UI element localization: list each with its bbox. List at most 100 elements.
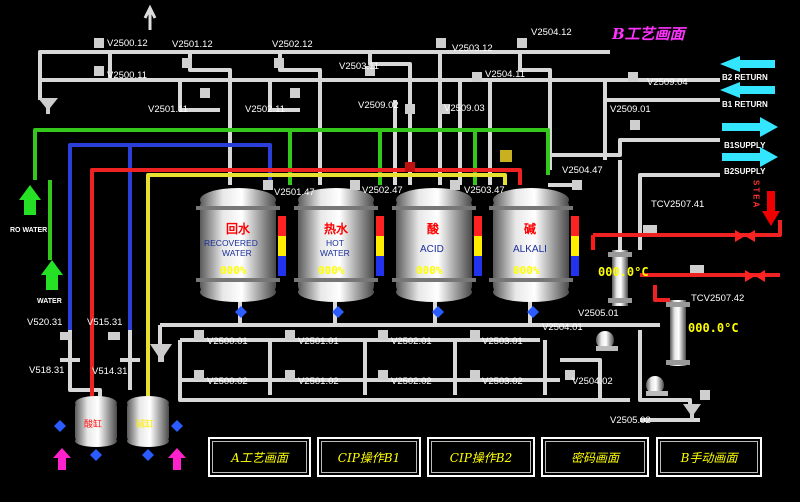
- valve-label: V2509.01: [610, 104, 651, 115]
- small-tank-label: 碱缸: [136, 418, 154, 430]
- screen-title: B工艺画面: [611, 25, 688, 43]
- valve-label: V2509.04: [647, 77, 688, 88]
- pump-2[interactable]: [646, 376, 668, 396]
- small-tank-alkali[interactable]: 碱缸: [127, 396, 169, 447]
- funnel-icon: [150, 344, 172, 362]
- valve-label: V2503.01: [482, 336, 523, 347]
- valve-label: V2501.12: [172, 39, 213, 50]
- ro-water-arrow-icon: [19, 185, 41, 215]
- valve-label: V2502.01: [391, 336, 432, 347]
- tank-group: 回水 RECOVERED WATER 000% 热水 HOT WATER 000…: [196, 188, 579, 302]
- b2-return-arrow-icon: [720, 56, 775, 72]
- tank-en-label: ACID: [420, 244, 444, 255]
- tank-level-readout: 000%: [220, 264, 247, 277]
- water-label: WATER: [37, 298, 62, 305]
- valve-label: V2504.11: [485, 69, 525, 80]
- temp-readout-2: 000.0°C: [688, 321, 739, 335]
- valve-label: V2501.02: [298, 376, 339, 387]
- drain-valves[interactable]: [54, 306, 539, 461]
- valve-label: V2502.47: [362, 185, 403, 196]
- ro-water-label: RO WATER: [10, 227, 47, 234]
- tank-level-readout: 000%: [513, 264, 540, 277]
- b2-return-label: B2 RETURN: [722, 73, 768, 82]
- valve-label: V2503.11: [339, 61, 379, 72]
- colored-pipes: [33, 128, 782, 405]
- b2-supply-label: B2SUPPLY: [724, 167, 766, 176]
- pump-1[interactable]: [596, 331, 618, 351]
- steam-label: STEA: [752, 180, 761, 209]
- valve-label: V515.31: [87, 317, 122, 328]
- temp-readout-1: 000.0°C: [598, 265, 649, 279]
- nav-button-a-process[interactable]: A工艺画面: [208, 437, 311, 477]
- valve-label: V2504.01: [542, 322, 583, 333]
- valve-label: V2500.11: [107, 70, 147, 81]
- valve-label: TCV2507.42: [691, 293, 744, 304]
- tank-cn-label: 碱: [524, 221, 536, 236]
- vent-icon: [143, 4, 157, 30]
- valve-label: V2505.01: [578, 308, 619, 319]
- valve-label: V2509.02: [358, 100, 399, 111]
- valve-label: V2502.12: [272, 39, 313, 50]
- flow-arrows: B2 RETURN B1 RETURN B1SUPPLY B2SUPPLY ST…: [10, 56, 780, 470]
- valve-label: V514.31: [92, 366, 127, 377]
- funnel-icon: [683, 404, 701, 420]
- valve-label: V2502.11: [245, 104, 285, 115]
- valve-actuators[interactable]: [60, 38, 710, 400]
- tank-level-readout: 000%: [318, 264, 345, 277]
- tank-cn-label: 热水: [324, 221, 349, 236]
- valve-label: V2500.01: [207, 336, 248, 347]
- small-tank-label: 酸缸: [84, 418, 102, 430]
- valve-label: V2503.02: [482, 376, 523, 387]
- valve-label: V2501.11: [148, 104, 188, 115]
- small-tank-acid[interactable]: 酸缸: [75, 396, 117, 447]
- heat-exchanger-2[interactable]: [666, 300, 690, 366]
- valve-label: V2503.47: [464, 185, 505, 196]
- b1-return-label: B1 RETURN: [722, 100, 768, 109]
- valve-label: V2504.12: [531, 27, 572, 38]
- b1-return-arrow-icon: [720, 82, 775, 98]
- valve-label: V518.31: [29, 365, 64, 376]
- valve-label: V2505.02: [610, 415, 651, 426]
- heat-exchanger-1[interactable]: [608, 250, 632, 306]
- b2-supply-arrow-icon: [722, 147, 778, 167]
- tank-acid[interactable]: 酸 ACID 000%: [392, 188, 482, 302]
- nav-button-b-manual[interactable]: B手动画面: [656, 437, 762, 477]
- valve-label: V2504.02: [572, 376, 613, 387]
- valve-label: V2504.47: [562, 165, 603, 176]
- valve-labels: V2500.12 V2501.12 V2502.12 V2503.12 V250…: [27, 27, 744, 426]
- inlet-arrow-left-icon: [53, 448, 71, 470]
- valve-red-icon[interactable]: [405, 162, 415, 172]
- tank-en-label: ALKALI: [513, 244, 547, 255]
- funnel-icon: [38, 98, 58, 114]
- valve-label: V2501.01: [298, 336, 339, 347]
- inlet-arrow-right-icon: [168, 448, 186, 470]
- valve-label: V2503.12: [452, 43, 493, 54]
- valve-yellow-icon[interactable]: [500, 150, 512, 162]
- tank-cn-label: 酸: [427, 221, 440, 236]
- valve-label: V2500.12: [107, 38, 148, 49]
- valve-label: TCV2507.41: [651, 199, 704, 210]
- valve-label: V2502.02: [391, 376, 432, 387]
- tank-recovered-water[interactable]: 回水 RECOVERED WATER 000%: [196, 188, 286, 302]
- tank-en-label: RECOVERED: [204, 238, 258, 248]
- valve-label: V2501.47: [274, 187, 315, 198]
- tank-en-label: WATER: [320, 248, 350, 258]
- tank-hot-water[interactable]: 热水 HOT WATER 000%: [294, 188, 384, 302]
- tank-level-readout: 000%: [416, 264, 443, 277]
- valve-label: V2500.02: [207, 376, 248, 387]
- nav-button-cip-b1[interactable]: CIP操作B1: [317, 437, 421, 477]
- nav-button-cip-b2[interactable]: CIP操作B2: [427, 437, 535, 477]
- valve-label: V2509.03: [444, 103, 485, 114]
- tank-alkali[interactable]: 碱 ALKALI 000%: [489, 188, 579, 302]
- tank-cn-label: 回水: [226, 221, 251, 236]
- tank-en-label: HOT: [326, 238, 344, 248]
- b1-supply-label: B1SUPPLY: [724, 141, 766, 150]
- valve-label: V520.31: [27, 317, 62, 328]
- tank-en-label: WATER: [222, 248, 252, 258]
- steam-valve-icon[interactable]: [745, 270, 765, 282]
- steam-valve-icon[interactable]: [735, 230, 755, 242]
- steam-arrow-icon: [762, 191, 780, 226]
- b1-supply-arrow-icon: [722, 117, 778, 137]
- nav-button-password[interactable]: 密码画面: [541, 437, 649, 477]
